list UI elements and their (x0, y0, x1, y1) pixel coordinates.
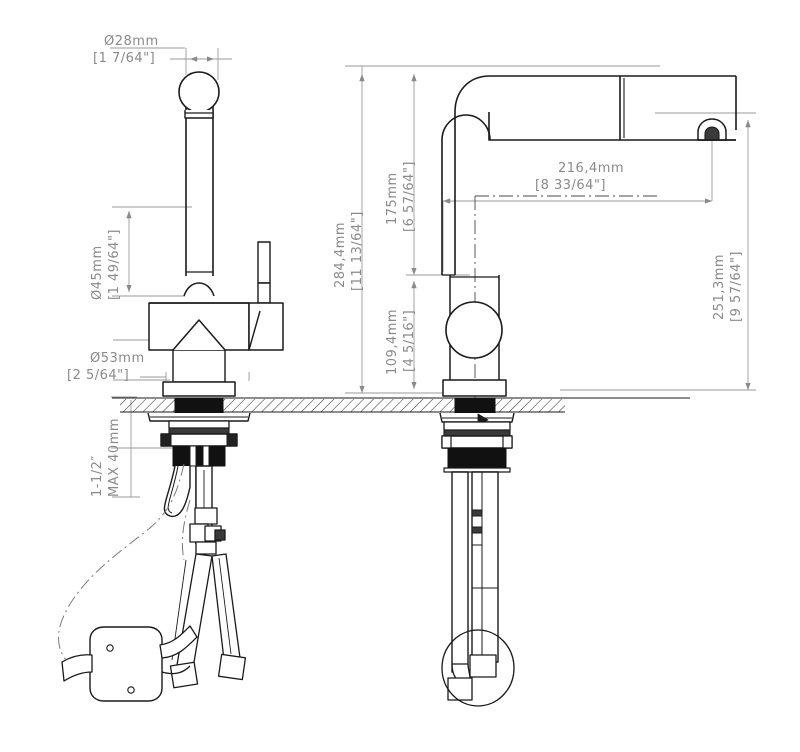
spout-height-metric: 175mm (385, 172, 400, 225)
centre-line (474, 195, 660, 400)
supply-hose-legs (169, 553, 247, 689)
pull-down-counterweight (61, 625, 198, 702)
base-diameter-metric: Ø53mm (90, 351, 145, 366)
spout-reach-metric: 216,4mm (558, 161, 624, 176)
side-mounting-hardware (439, 412, 515, 473)
pull-out-spray-nozzle (619, 76, 737, 141)
dimension-text-layer: Ø28mm [1 7/64"] Ø45mm [1 49/64"] Ø53mm [… (67, 34, 744, 497)
front-body-skirt (172, 319, 226, 383)
hose-connector-block (189, 507, 226, 555)
spout-height-imperial: [6 57/64"] (402, 161, 417, 232)
mounting-hardware (147, 412, 251, 467)
side-body-column (445, 275, 503, 380)
spout-diameter-metric: Ø28mm (104, 34, 159, 49)
hose-routing-centreline (58, 463, 191, 661)
base-diameter-dimension (140, 372, 250, 381)
counter-thickness-line1: 1-1/2″ (90, 455, 105, 497)
base-diameter-imperial: [2 5/64"] (67, 368, 129, 383)
body-height-metric: 109,4mm (385, 309, 400, 375)
total-height-imperial: [11 13/64"] (350, 211, 365, 291)
spout-height-dimension (406, 74, 470, 276)
front-base-plate (162, 381, 236, 414)
spout-diameter-imperial: [1 7/64"] (93, 51, 155, 66)
front-elevation-view (58, 71, 284, 702)
side-elevation-view (439, 75, 737, 707)
spout-reach-imperial: [8 33/64"] (535, 178, 606, 193)
spout-outlet-height-metric: 251,3mm (712, 254, 727, 320)
side-base-plate (442, 379, 507, 414)
body-diameter-imperial: [1 49/64"] (107, 229, 122, 300)
body-diameter-dimension (123, 206, 135, 297)
lever-handle (248, 241, 284, 351)
spout-outlet-height-imperial: [9 57/64"] (729, 251, 744, 322)
side-supply-hoses (441, 471, 515, 707)
side-spout-profile (441, 75, 736, 276)
counter-thickness-dimension (112, 396, 140, 498)
front-spout-column (178, 71, 220, 297)
body-height-imperial: [4 5/16"] (402, 310, 417, 372)
dimension-layer (110, 47, 756, 498)
counter-thickness-line2: MAX 40mm (107, 418, 122, 497)
spout-outlet-height-dimension (560, 112, 756, 391)
total-height-metric: 284,4mm (333, 222, 348, 288)
body-diameter-metric: Ø45mm (90, 245, 105, 300)
